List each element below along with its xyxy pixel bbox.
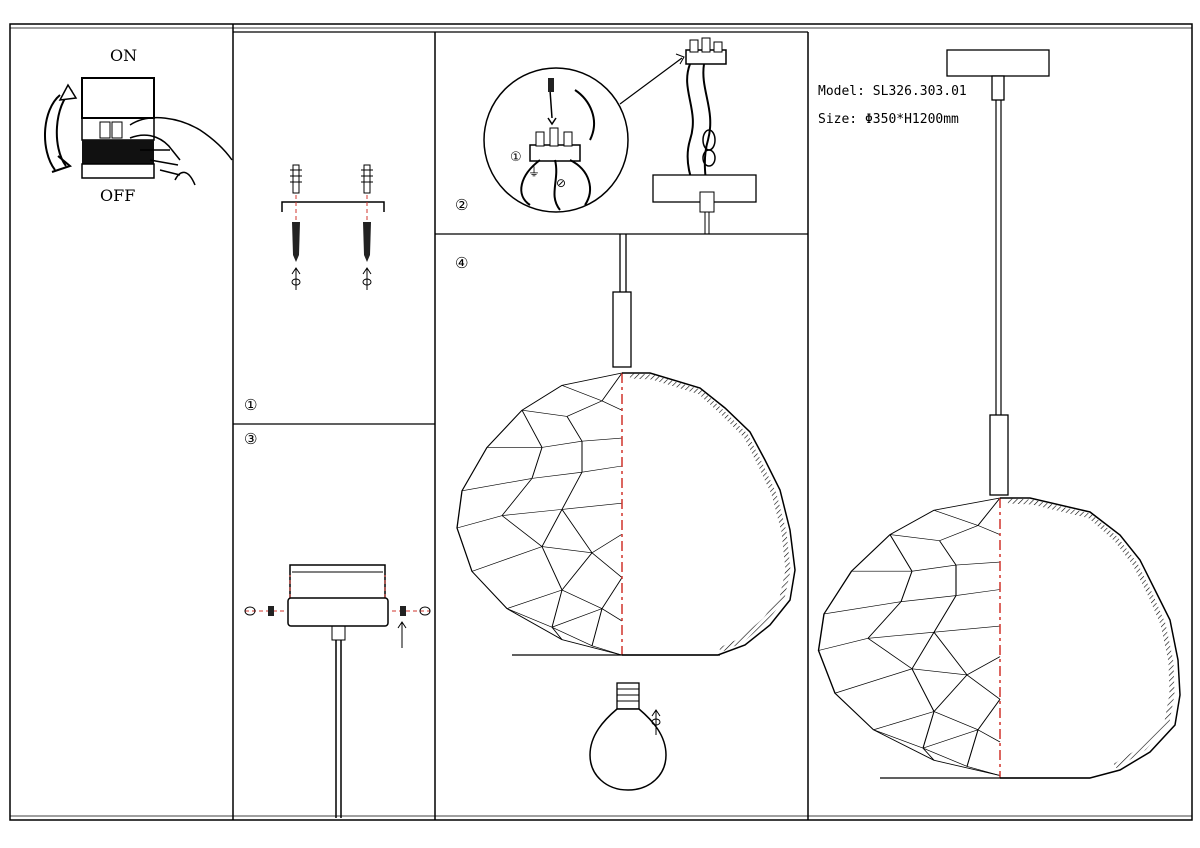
step-3-marker: ③ <box>244 430 258 448</box>
step-2-marker: ② <box>455 196 469 214</box>
switch-on-label: ON <box>110 46 138 65</box>
switch-off-label: OFF <box>100 186 136 205</box>
wiring-illustration <box>483 37 757 234</box>
size-label: Size: <box>818 112 858 127</box>
canopy-fixing-illustration <box>244 564 431 818</box>
model-spec: Model: SL326.303.01 <box>818 84 967 99</box>
wiring-step-marker: ① <box>510 150 522 165</box>
step-4-marker: ④ <box>455 254 469 272</box>
switch-illustration <box>44 77 233 186</box>
outer-frame <box>9 23 1193 821</box>
shade-assembly-illustration <box>456 234 796 791</box>
mounting-screws-illustration <box>281 164 385 290</box>
model-label: Model: <box>818 84 865 99</box>
size-value: Φ350*H1200mm <box>864 112 959 127</box>
model-value: SL326.303.01 <box>872 84 967 99</box>
step-1-marker: ① <box>244 396 258 414</box>
pendant-final-illustration <box>817 49 1181 779</box>
neutral-symbol: ⊘ <box>556 176 567 190</box>
size-spec: Size: Φ350*H1200mm <box>818 112 959 127</box>
ground-symbol: ⏚ <box>528 165 541 179</box>
